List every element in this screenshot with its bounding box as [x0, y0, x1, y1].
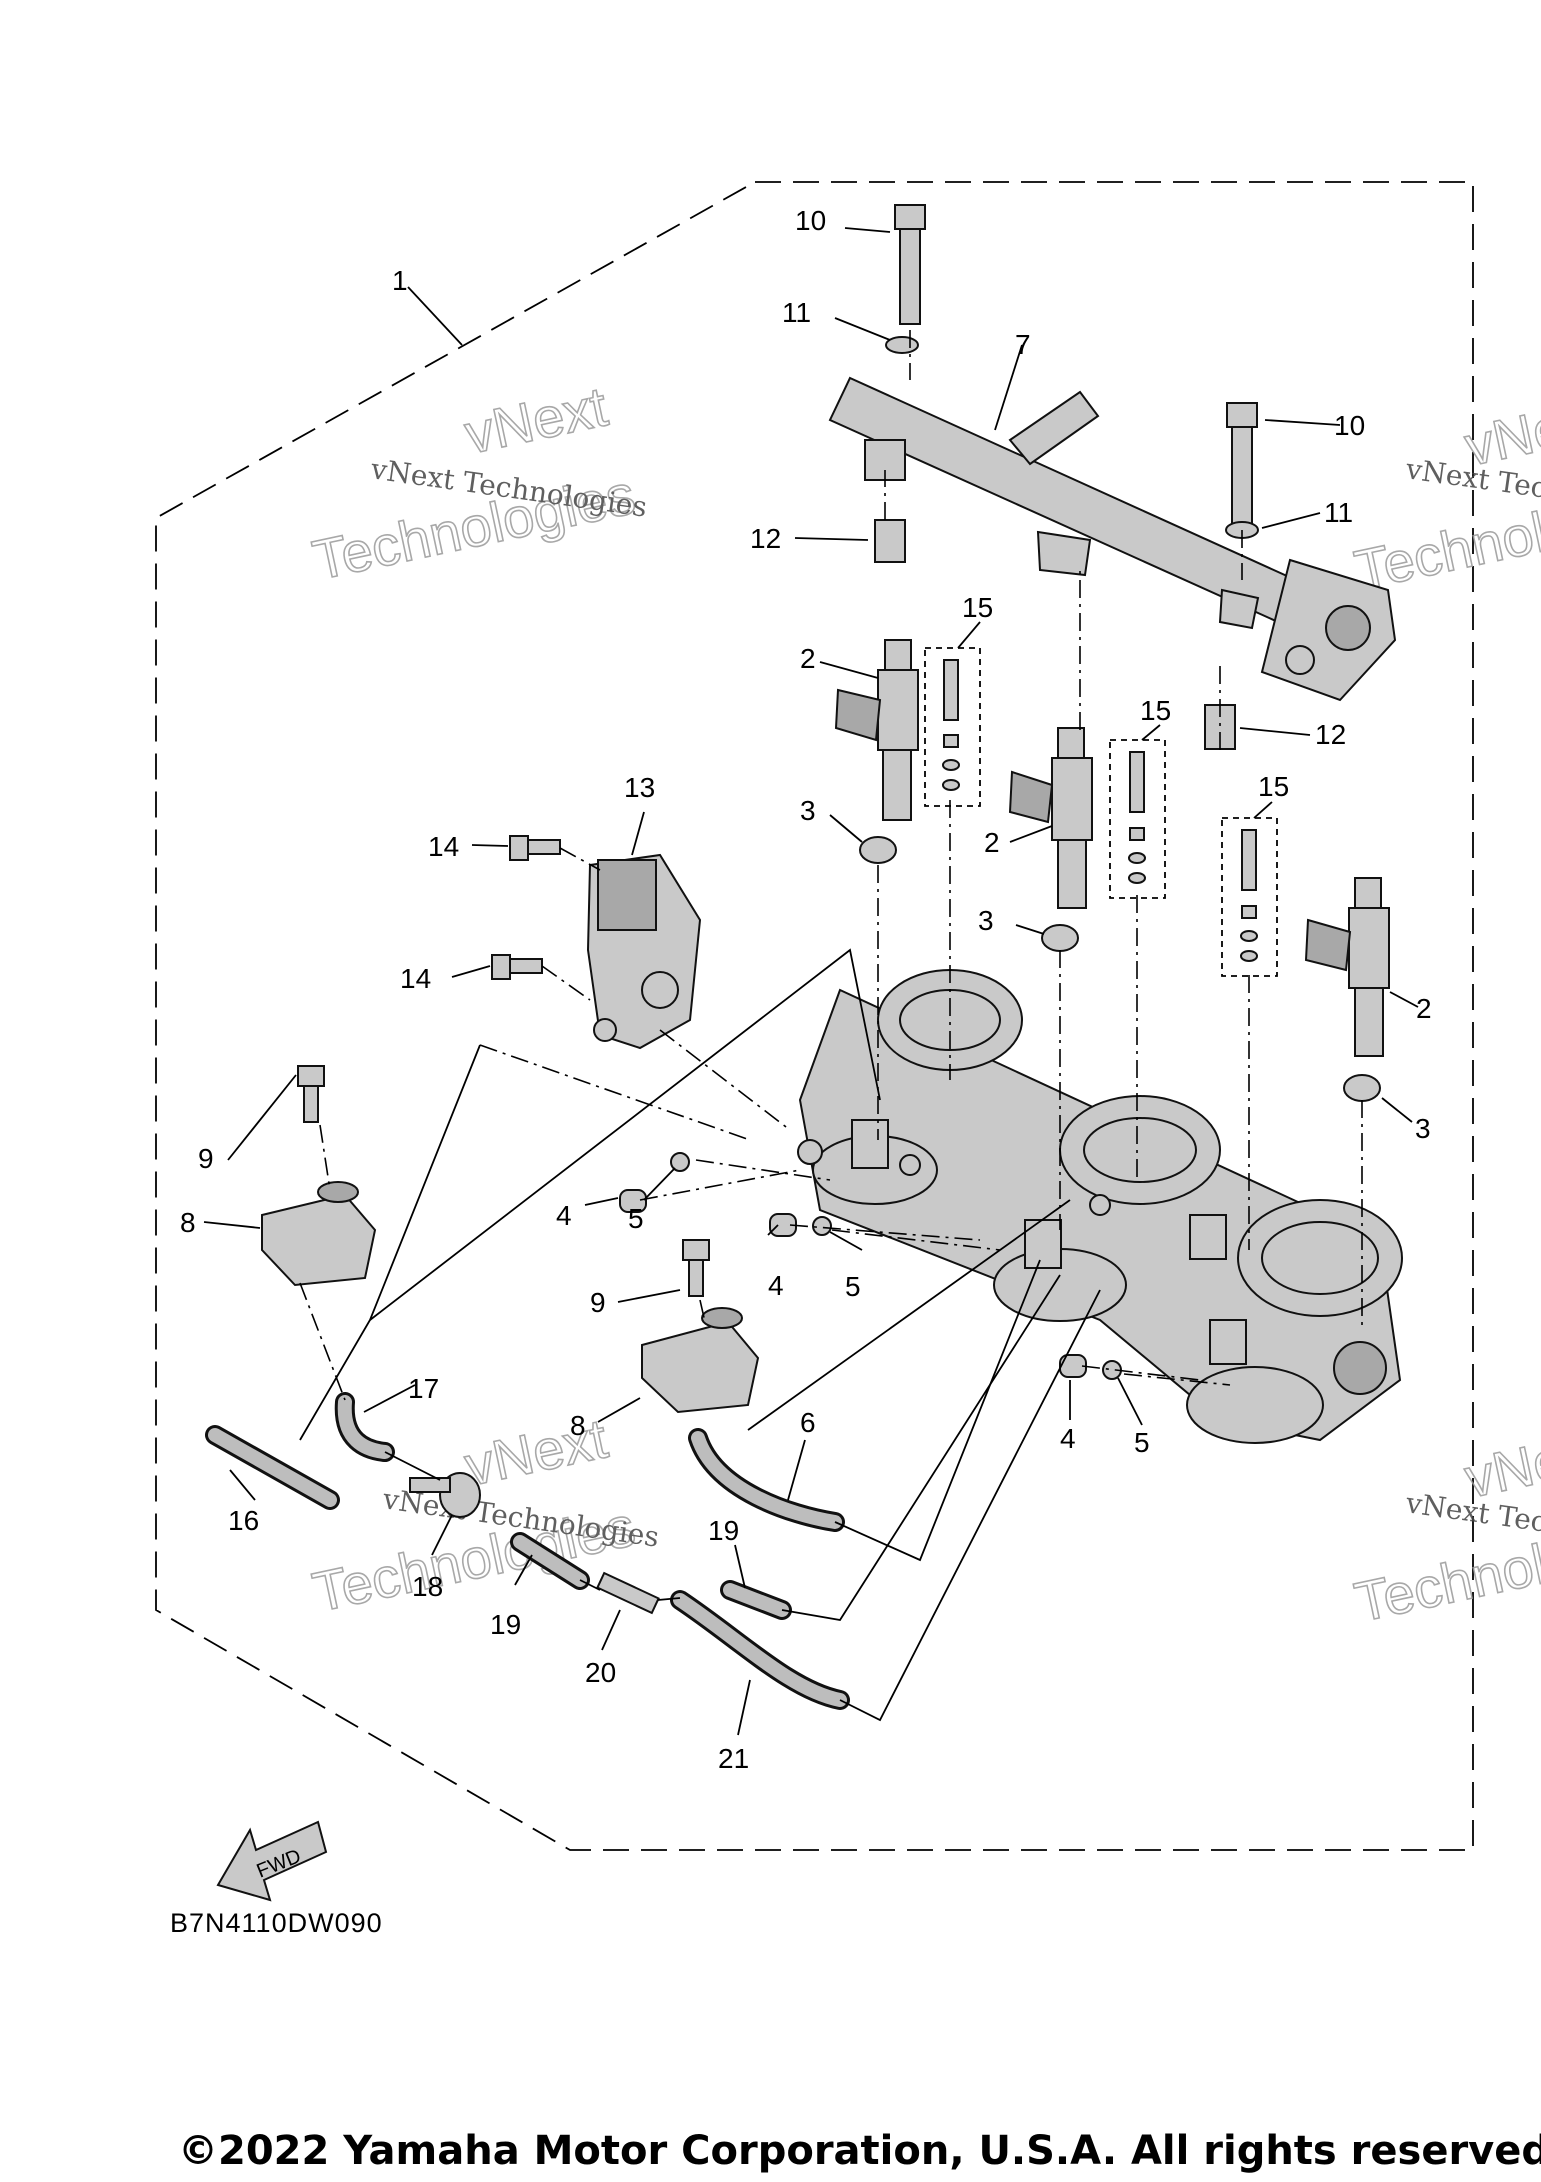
callout-9: 9 [198, 1143, 214, 1174]
callout-4: 4 [768, 1270, 784, 1301]
fuel-rail [828, 376, 1397, 702]
callout-19: 19 [708, 1515, 739, 1546]
callout-16: 16 [228, 1505, 259, 1536]
callout-3: 3 [978, 905, 994, 936]
callout-12: 12 [1315, 719, 1346, 750]
fwd-arrow-icon: FWD [216, 1820, 328, 1902]
callout-21: 21 [718, 1743, 749, 1774]
screw-14-lower [491, 954, 543, 980]
callout-8: 8 [180, 1207, 196, 1238]
clamp-5-a [670, 1152, 690, 1172]
seal-3-a [859, 836, 897, 864]
screw-14-upper [509, 835, 561, 861]
callout-labels: 1 10 11 7 10 11 12 12 15 2 15 3 2 15 13 … [180, 205, 1432, 1774]
injector-1 [834, 639, 919, 821]
callout-5: 5 [1134, 1427, 1150, 1458]
watermark-group-top: vNext Technologies vNext Technologies [307, 373, 649, 592]
callout-10: 10 [1334, 410, 1365, 441]
hose-21 [670, 1590, 850, 1710]
valve-18 [409, 1472, 481, 1518]
callout-1: 1 [392, 265, 408, 296]
callout-11: 11 [782, 297, 811, 328]
seal-3-b [1041, 924, 1079, 952]
washer-11-left [885, 336, 919, 354]
callout-14: 14 [428, 831, 459, 862]
callout-8: 8 [570, 1410, 586, 1441]
assembly-boundary [155, 181, 1474, 1851]
fitting-20 [596, 1571, 660, 1615]
callout-20: 20 [585, 1657, 616, 1688]
watermark-text: vNext [459, 374, 613, 465]
screw-kit-15-a [924, 647, 981, 807]
screw-kit-15-c [1221, 817, 1278, 977]
watermark-group-bottom-right: vNext Technologies vNext Technologies [1349, 1417, 1541, 1634]
callout-9: 9 [590, 1287, 606, 1318]
callout-18: 18 [412, 1571, 443, 1602]
hose-19-right [720, 1580, 792, 1620]
clamp-5-b [812, 1216, 832, 1236]
callout-2: 2 [800, 643, 816, 674]
callout-10: 10 [795, 205, 826, 236]
screw-kit-15-b [1109, 739, 1166, 899]
callout-4: 4 [1060, 1423, 1076, 1454]
hose-17 [334, 1392, 395, 1462]
callout-15: 15 [962, 592, 993, 623]
callout-11: 11 [1324, 497, 1353, 528]
callout-15: 15 [1258, 771, 1289, 802]
injector-3 [1304, 877, 1390, 1057]
callout-4: 4 [556, 1200, 572, 1231]
callout-12: 12 [750, 523, 781, 554]
callout-5: 5 [628, 1203, 644, 1234]
collar-12-left [874, 519, 906, 563]
watermark-group-right: vNext Technologies vNext Technologies [1349, 385, 1541, 602]
callout-2: 2 [984, 827, 1000, 858]
callout-3: 3 [800, 795, 816, 826]
callout-3: 3 [1415, 1113, 1431, 1144]
injector-2 [1008, 727, 1093, 909]
sensor-8-left [261, 1181, 377, 1287]
callout-leaders [203, 227, 1419, 1736]
callout-13: 13 [624, 772, 655, 803]
callout-6: 6 [800, 1407, 816, 1438]
callout-2: 2 [1416, 993, 1432, 1024]
hose-19-left [510, 1532, 590, 1590]
hose-6 [688, 1428, 845, 1532]
bolt-10-right [1226, 402, 1258, 526]
cap-4-a [619, 1189, 647, 1213]
hose-16 [205, 1425, 340, 1510]
callout-7: 7 [1015, 329, 1031, 360]
screw-9-right [682, 1239, 710, 1297]
throttle-position-sensor [586, 853, 702, 1050]
callout-15: 15 [1140, 695, 1171, 726]
sensor-8-right [641, 1307, 760, 1414]
callout-19: 19 [490, 1609, 521, 1640]
bolt-10-left [894, 204, 926, 325]
throttle-body-assembly [797, 969, 1403, 1444]
assembly-lines [299, 330, 1363, 1722]
diagram-reference-code: B7N4110DW090 [170, 1908, 383, 1938]
seal-3-c [1343, 1074, 1381, 1102]
watermark-text: vNext [459, 1406, 613, 1497]
screw-9-left [297, 1065, 325, 1123]
callout-14: 14 [400, 963, 431, 994]
callout-5: 5 [845, 1271, 861, 1302]
copyright-notice: ©2022 Yamaha Motor Corporation, U.S.A. A… [178, 2128, 1541, 2174]
callout-17: 17 [408, 1373, 439, 1404]
